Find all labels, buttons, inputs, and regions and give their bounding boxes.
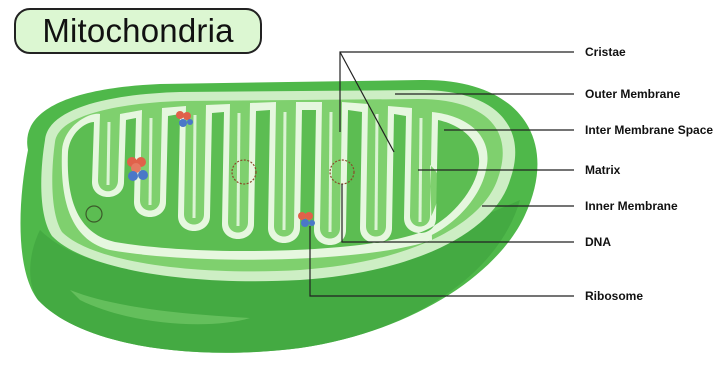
label-inner-membrane: Inner Membrane xyxy=(585,199,678,213)
label-outer-membrane: Outer Membrane xyxy=(585,87,681,101)
label-matrix: Matrix xyxy=(585,163,621,177)
label-ribosome: Ribosome xyxy=(585,289,643,303)
label-cristae: Cristae xyxy=(585,45,626,59)
label-inter-membrane-space: Inter Membrane Space xyxy=(585,123,713,137)
label-dna: DNA xyxy=(585,235,611,249)
